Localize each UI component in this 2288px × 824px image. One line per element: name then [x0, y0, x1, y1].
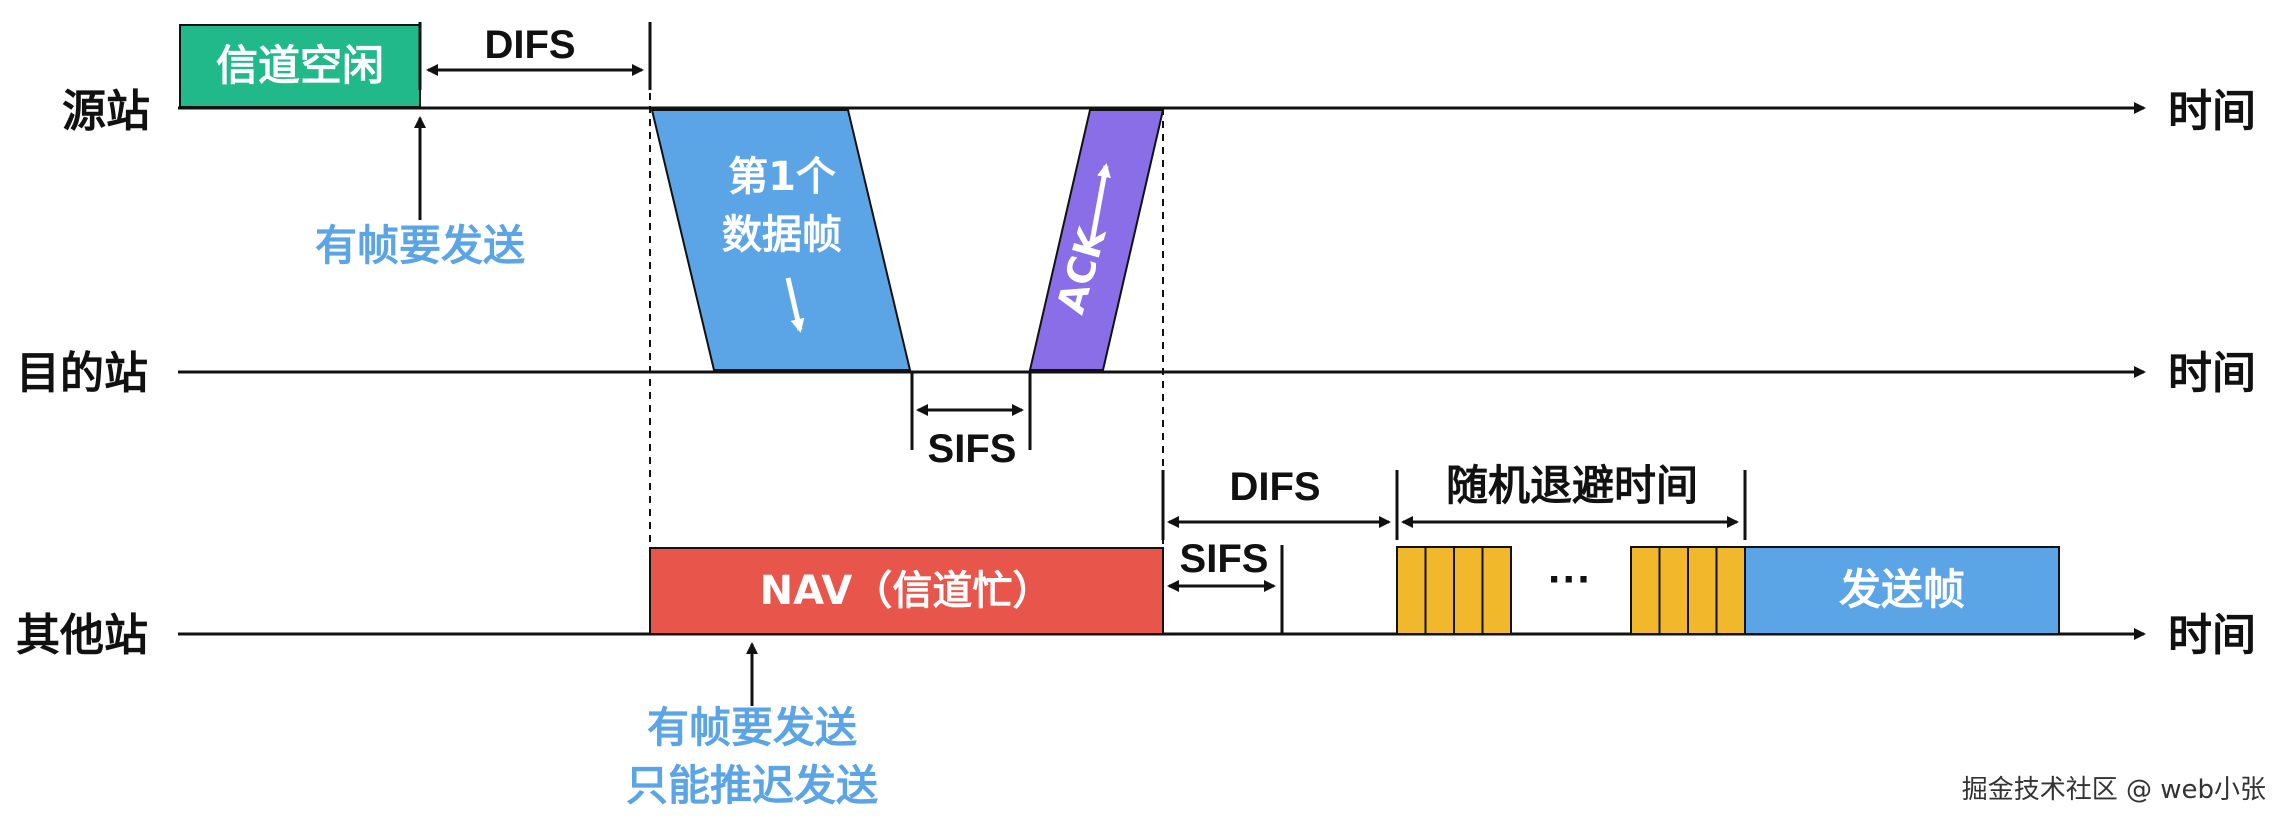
- send-frame-box: [1744, 546, 2060, 635]
- watermark: 掘金技术社区 @ web小张: [1962, 775, 2266, 805]
- idle-channel-box: [179, 24, 421, 108]
- backoff-slot: [1687, 546, 1718, 635]
- backoff-slot: [1715, 546, 1746, 635]
- backoff-slots-group-1: [1396, 546, 1512, 635]
- row-label-others: 其他站: [16, 610, 148, 661]
- row-label-destination: 目的站: [16, 348, 148, 399]
- time-label-source: 时间: [2168, 86, 2256, 137]
- data-frame-label-2: 数据帧: [722, 212, 842, 258]
- data-frame-shape: [650, 109, 912, 371]
- source-note: 有帧要发送: [315, 221, 525, 270]
- send-frame-label: 发送帧: [1839, 565, 1965, 614]
- idle-channel-label: 信道空闲: [216, 41, 384, 90]
- data-frame-label-1: 第1个: [728, 154, 836, 200]
- time-label-destination: 时间: [2168, 348, 2256, 399]
- backoff-slot: [1630, 546, 1661, 635]
- backoff-slots-group-2: [1630, 546, 1746, 635]
- sifs-label: SIFS: [928, 427, 1017, 471]
- row-label-source: 源站: [62, 86, 150, 137]
- backoff-label: 随机退避时间: [1446, 461, 1698, 510]
- others-note-line1: 有帧要发送: [647, 703, 857, 752]
- source-difs-label: DIFS: [484, 23, 575, 67]
- backoff-slot: [1658, 546, 1689, 635]
- backoff-slot: [1481, 546, 1512, 635]
- nav-label: NAV（信道忙）: [760, 568, 1053, 614]
- ack-frame-shape: [1028, 109, 1165, 371]
- time-label-others: 时间: [2168, 610, 2256, 661]
- others-difs-label: DIFS: [1229, 465, 1320, 509]
- backoff-slot: [1396, 546, 1427, 635]
- backoff-ellipsis: ···: [1548, 555, 1592, 604]
- backoff-slot: [1424, 546, 1455, 635]
- others-sifs-label: SIFS: [1180, 537, 1269, 581]
- backoff-slot: [1453, 546, 1484, 635]
- data-frame-down-arrow: [785, 277, 805, 333]
- nav-box: [649, 547, 1164, 635]
- others-note-line2: 只能推迟发送: [626, 761, 878, 810]
- ack-up-arrow: [1089, 163, 1111, 243]
